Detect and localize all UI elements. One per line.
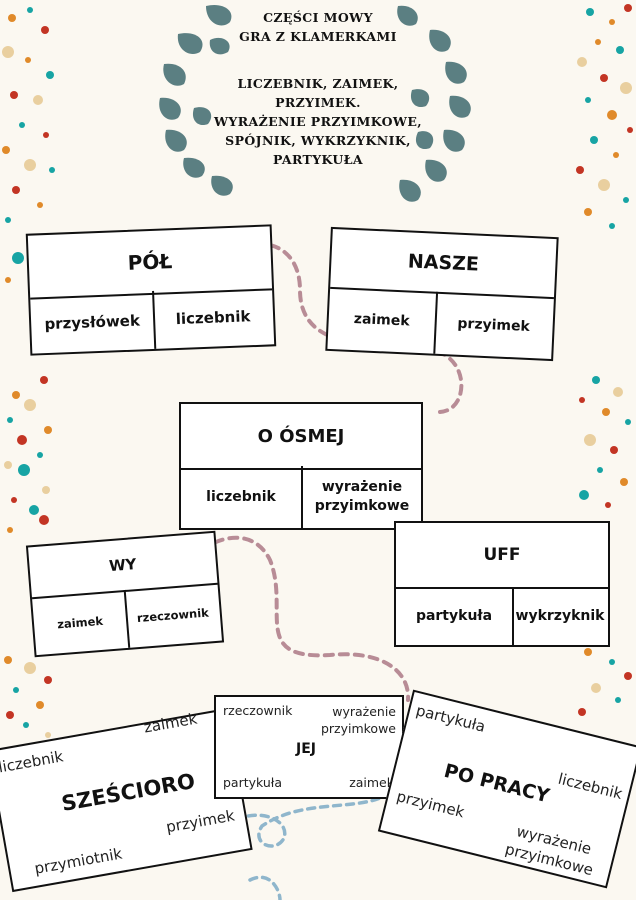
card-option-left[interactable]: przysłówek: [44, 311, 141, 334]
topics-line-5: PARTYKUŁA: [272, 152, 364, 167]
card-divider: [301, 466, 303, 528]
right-dots: [576, 4, 633, 716]
option-bottom-right[interactable]: przyimek: [164, 806, 236, 837]
card-option-left[interactable]: zaimek: [353, 311, 410, 330]
left-dots: [2, 7, 55, 738]
card-option-left[interactable]: zaimek: [56, 613, 104, 632]
topics-line-4: SPÓJNIK, WYKRZYKNIK,: [225, 133, 411, 148]
card-word: SZEŚCIORO: [59, 768, 197, 816]
option-bottom-left[interactable]: przymiotnik: [33, 844, 124, 878]
card-option-left[interactable]: partykuła: [415, 608, 493, 624]
word-card-wy[interactable]: WY zaimek rzeczownik: [25, 530, 225, 658]
word-card-nasze[interactable]: NASZE zaimek przyimek: [325, 226, 559, 362]
card-word: PO PRACY: [441, 759, 552, 808]
word-card-uff[interactable]: UFF partykuła wykrzyknik: [394, 521, 610, 647]
title-line-2: GRA Z KLAMERKAMI: [239, 29, 397, 44]
topics-line-3: WYRAŻENIE PRZYIMKOWE,: [213, 114, 423, 129]
card-word: JEJ: [296, 741, 316, 757]
topics-line-2: PRZYIMEK.: [275, 95, 361, 110]
option-top-left[interactable]: rzeczownik: [223, 703, 293, 718]
word-card-jej[interactable]: rzeczownik wyrażenie przyimkowe JEJ part…: [214, 695, 404, 799]
card-option-right[interactable]: rzeczownik: [136, 605, 210, 626]
card-option-right[interactable]: wykrzyknik: [515, 608, 605, 624]
option-top-right[interactable]: liczebnik: [556, 769, 625, 803]
card-word: O ÓSMEJ: [181, 404, 421, 470]
option-top-left[interactable]: liczebnik: [0, 747, 65, 777]
card-option-right[interactable]: przyimek: [457, 315, 531, 336]
option-top-right[interactable]: wyrażenie przyimkowe: [320, 704, 396, 736]
topics-line-1: LICZEBNIK, ZAIMEK,: [237, 76, 399, 91]
option-bottom-left[interactable]: partykuła: [223, 775, 283, 790]
worksheet-header: CZĘŚCI MOWY GRA Z KLAMERKAMI LICZEBNIK, …: [200, 8, 436, 169]
option-top-left[interactable]: partykuła: [414, 701, 488, 736]
card-option-right[interactable]: wyrażenie przyimkowe: [314, 479, 410, 514]
word-card-pol[interactable]: PÓŁ przysłówek liczebnik: [25, 224, 277, 356]
title-line-1: CZĘŚCI MOWY: [263, 10, 373, 25]
card-divider: [512, 587, 514, 645]
option-bottom-left[interactable]: przyimek: [394, 787, 467, 822]
option-bottom-right[interactable]: zaimek: [349, 775, 394, 790]
word-card-o-osmej[interactable]: O ÓSMEJ liczebnik wyrażenie przyimkowe: [179, 402, 423, 530]
card-word: UFF: [396, 523, 608, 589]
card-option-right[interactable]: liczebnik: [175, 307, 251, 329]
card-option-left[interactable]: liczebnik: [206, 489, 276, 505]
leaf-wreath-decoration: [159, 4, 471, 202]
